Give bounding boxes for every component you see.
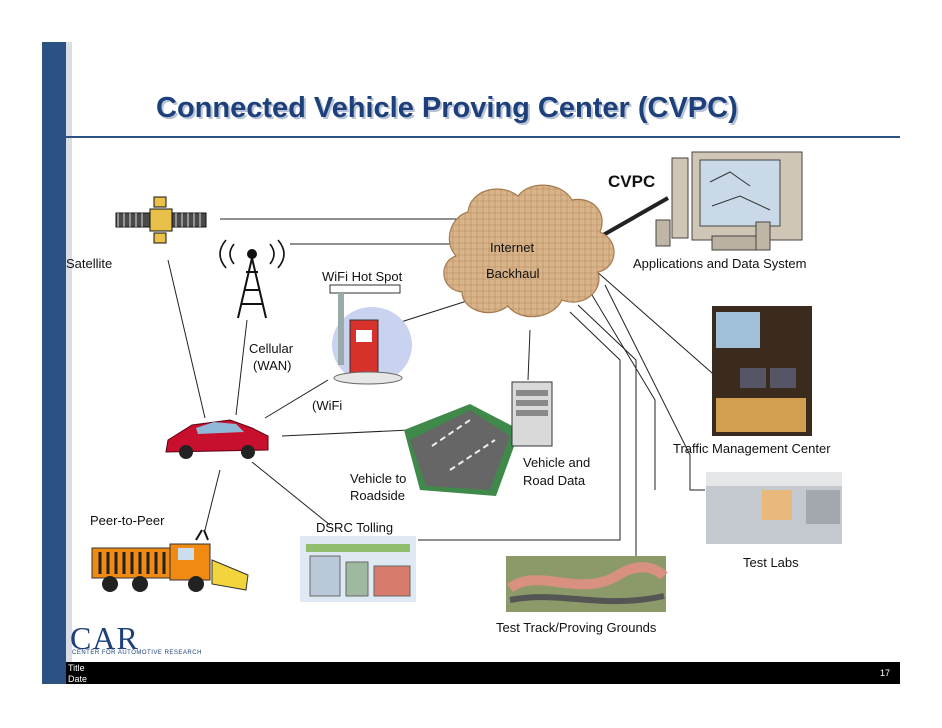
footer-title: Title (68, 663, 85, 673)
internet-cloud (443, 184, 615, 318)
connection-lines (167, 196, 721, 560)
car-icon (165, 419, 269, 459)
title-rule (66, 136, 900, 138)
traffic-management-label: Traffic Management Center (673, 441, 831, 456)
vehicle-and-label: Vehicle and (523, 455, 591, 470)
wifi-label: (WiFi (312, 398, 343, 413)
cvpc-label: CVPC (608, 172, 656, 191)
peer-to-peer-label: Peer-to-Peer (90, 513, 165, 528)
roadside-label: Roadside (350, 488, 405, 503)
road-interchange-image (404, 404, 520, 496)
footer-date: Date (68, 674, 88, 684)
satellite-label: Satellite (66, 256, 113, 271)
test-labs-label: Test Labs (743, 555, 799, 570)
wan-label: (WAN) (253, 358, 292, 373)
left-accent-bar (42, 42, 66, 684)
test-track-photo (506, 556, 668, 612)
left-accent-shade (66, 42, 72, 684)
dsrc-tolling-label: DSRC Tolling (316, 520, 394, 535)
wifi-hotspot-label: WiFi Hot Spot (322, 269, 403, 284)
test-track-label: Test Track/Proving Grounds (496, 620, 657, 635)
cellular-tower-icon (219, 239, 285, 319)
internet-label: Internet (490, 240, 535, 255)
applications-label: Applications and Data System (633, 256, 807, 271)
truck-icon (91, 529, 249, 592)
satellite-icon (115, 196, 207, 244)
page-number: 17 (879, 668, 890, 678)
footer-bar: Title Date 17 (66, 662, 900, 684)
car-logo-subtitle: CENTER FOR AUTOMOTIVE RESEARCH (72, 650, 202, 656)
test-labs-photo (706, 472, 842, 544)
backhaul-label: Backhaul (486, 266, 540, 281)
vehicle-to-label: Vehicle to (350, 471, 407, 486)
computer-workstation-icon (655, 151, 803, 251)
road-data-label: Road Data (523, 473, 586, 488)
cellular-label: Cellular (249, 341, 294, 356)
wifi-hotspot-icon (329, 284, 412, 385)
car-logo: CAR (70, 620, 139, 656)
dsrc-tolling-image (300, 536, 416, 602)
slide-title: Connected Vehicle Proving Center (CVPC) (156, 92, 738, 124)
traffic-center-photo (712, 306, 812, 436)
server-icon (511, 381, 553, 447)
